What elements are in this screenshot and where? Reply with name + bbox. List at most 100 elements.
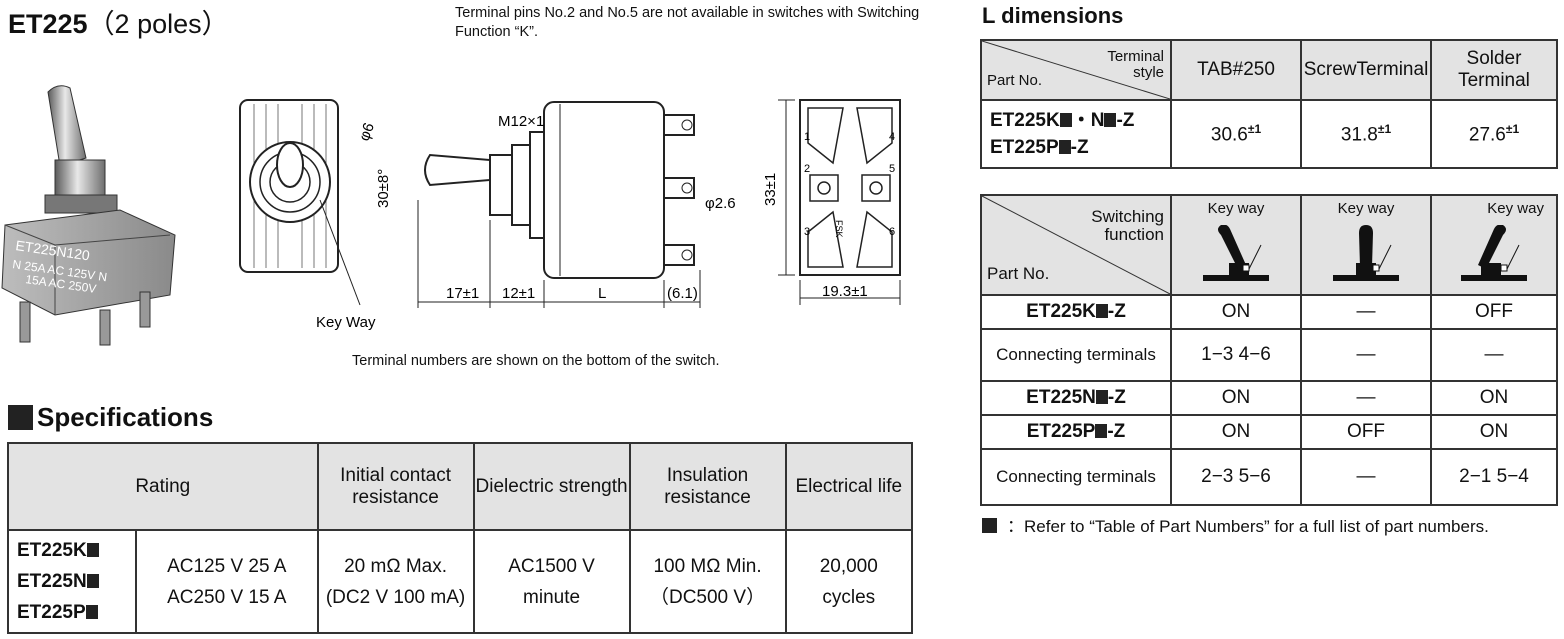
sw-part-p: ET225P [1026,421,1096,442]
header-dielectric: Dielectric strength [472,442,631,531]
specifications-table: Rating Initial contact resistance Dielec… [7,442,914,634]
spec-electrical-life: 20,000 cycles [784,529,914,634]
contact-line-1: 20 mΩ Max. [344,555,447,577]
spec-dielectric: AC1500 V minute [472,529,631,634]
l-dimensions-table: Terminal style Part No. TAB#250 ScrewTer… [980,39,1558,169]
rating-line-2: AC250 V 15 A [167,586,287,608]
l-value-1: 30.6 [1210,124,1248,146]
dielectric-line-2: minute [523,586,581,608]
l-dim-col-screw: ScrewTerminal [1300,39,1432,101]
l-dim-terminal-style: Terminal style [1107,48,1164,81]
dim-33: 33±1 [762,173,779,206]
sw-switching-function: Switching function [1091,207,1164,244]
dim-L: L [598,285,606,302]
sw-conn2-left: 2−3 5−6 [1170,448,1302,506]
sw-part-n: ET225N [1026,387,1096,408]
l-tol-1: ±1 [1247,121,1262,136]
l-dim-part-2c: -Z [1070,137,1089,158]
l-dim-corner-header: Terminal style Part No. [980,39,1172,101]
dim-19-3: 19.3±1 [822,283,868,300]
spec-part-numbers: ET225K ET225N ET225P [7,529,137,634]
legend-text: ：Refer to “Table of Part Numbers” for a … [1007,517,1489,536]
l-dim-col-solder: Solder Terminal [1430,39,1558,101]
dim-17: 17±1 [446,285,479,302]
l-tol-2: ±1 [1377,121,1392,136]
sw-conn1-right: — [1430,328,1558,382]
sw-conn1-center: — [1300,328,1432,382]
sw-part-no: Part No. [987,264,1050,283]
l-dim-part-1: ET225K [990,110,1060,131]
heading-square-icon [8,405,33,430]
spec-contact-resistance: 20 mΩ Max. (DC2 V 100 mA) [316,529,475,634]
product-title: ET225（2 poles） [8,2,229,41]
thread-label: M12×1 [498,113,544,130]
sw-p-right: ON [1430,414,1558,450]
insulation-line-2: （DC500 V） [649,586,766,608]
specifications-heading: Specifications [8,402,213,433]
terminal-6: 6 [889,226,895,238]
spec-part-p: ET225P [17,602,86,623]
sw-n-left: ON [1170,380,1302,416]
l-value-2: 31.8 [1340,124,1378,146]
sw-row-k: ET225K-Z [980,294,1172,330]
spec-rating: AC125 V 25 A AC250 V 15 A [135,529,319,634]
lever-center-icon [1333,225,1399,281]
angle-label: 30±8° [375,169,392,208]
lever-dia-label: φ6 [356,121,378,144]
lever-left-icon [1203,224,1269,281]
hole-dia-label: φ2.6 [705,195,736,212]
spec-part-n: ET225N [17,571,87,592]
switch-photo: ET225N120 N 25A AC 125V N 15A AC 250V [1,85,176,346]
l-dim-col-tab: TAB#250 [1170,39,1302,101]
terminal-2: 2 [804,163,810,175]
sw-row-conn-2: Connecting terminals [980,448,1172,506]
key-way-left: Key way [1207,200,1265,217]
sw-k-center: — [1300,294,1432,330]
contact-line-2: (DC2 V 100 mA) [325,586,466,608]
l-value-3: 27.6 [1468,124,1506,146]
sw-row-p: ET225P -Z [980,414,1172,450]
l-dim-part-no: Part No. [987,72,1043,89]
key-way-right: Key way [1487,200,1544,217]
l-dim-value-solder: 27.6±1 [1430,99,1558,169]
terminal-5: 5 [889,163,895,175]
sw-corner-header: Switching function Part No. [980,194,1172,296]
sw-n-right: ON [1430,380,1558,416]
dimension-drawing: Key Way M12×1 φ2.6 φ6 30±8° 17±1 12±1 L … [239,99,901,331]
header-insulation: Insulation resistance [628,442,787,531]
dim-6-1: (6.1) [667,285,698,302]
l-dim-part-1c: -Z [1116,110,1135,131]
sw-p-center: OFF [1300,414,1432,450]
sw-col-left: Key way [1170,194,1302,296]
sw-suffix-n: -Z [1107,387,1126,408]
sw-row-conn-1: Connecting terminals [980,328,1172,382]
poles-label: （2 poles） [87,9,229,39]
insulation-line-1: 100 MΩ Min. [653,555,762,577]
legend-square-icon [982,518,997,533]
terminal-numbers-note: Terminal numbers are shown on the bottom… [352,353,720,369]
sw-col-center: Key way [1300,194,1432,296]
terminal-1: 1 [804,131,810,143]
switching-function-table: Switching function Part No. Key way Key … [980,194,1558,506]
dielectric-line-1: AC1500 V [508,555,595,577]
model-name: ET225 [8,9,88,39]
spec-insulation: 100 MΩ Min. （DC500 V） [628,529,787,634]
spec-part-k: ET225K [17,540,87,561]
l-dim-value-tab: 30.6±1 [1170,99,1302,169]
sw-part-k: ET225K [1026,301,1096,322]
fsk-mark: FSK [834,220,844,238]
l-dim-part-2: ET225P [990,137,1059,158]
life-line-1: 20,000 [819,555,878,577]
l-tol-3: ±1 [1505,121,1520,136]
l-dim-value-screw: 31.8±1 [1300,99,1432,169]
sw-suffix-p: -Z [1107,421,1126,442]
terminal-4: 4 [889,131,895,143]
terminal-3: 3 [804,226,810,238]
key-way-label: Key Way [316,314,376,331]
key-way-center: Key way [1337,200,1395,217]
dim-12: 12±1 [502,285,535,302]
sw-p-left: ON [1170,414,1302,450]
specifications-title: Specifications [37,402,214,432]
sw-conn2-center: — [1300,448,1432,506]
sw-n-center: — [1300,380,1432,416]
